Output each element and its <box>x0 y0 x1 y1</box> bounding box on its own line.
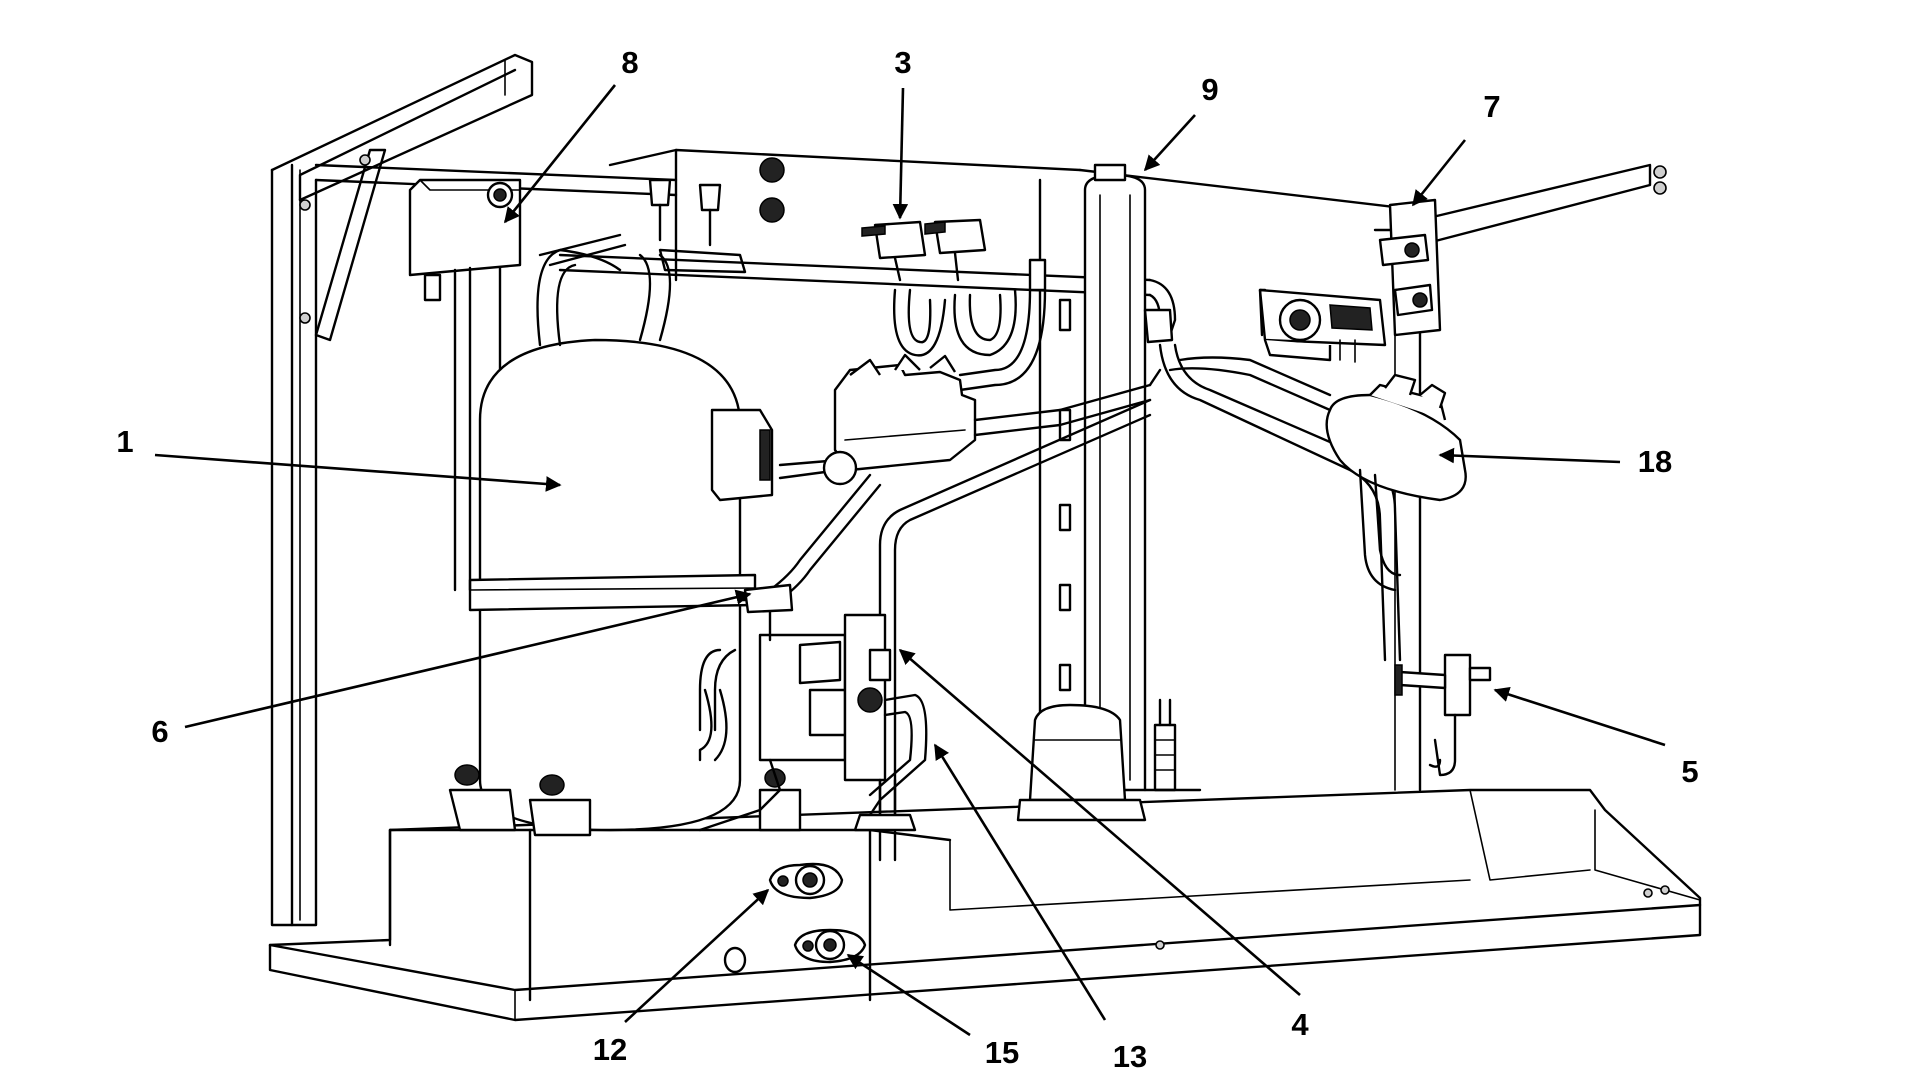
leader-6 <box>184 589 752 729</box>
condenser-fan-motor <box>778 353 1162 486</box>
leader-3 <box>892 87 909 220</box>
expansion-valve <box>1394 653 1492 777</box>
callout-8: 8 <box>621 45 638 80</box>
callout-labels: 1 3 4 5 6 7 8 9 12 13 15 18 <box>116 45 1698 1074</box>
leader-12 <box>624 888 770 1023</box>
leader-lines <box>154 84 1666 1037</box>
callout-3: 3 <box>894 45 911 80</box>
leader-9 <box>1143 114 1196 172</box>
callout-6: 6 <box>151 714 168 749</box>
callout-9: 9 <box>1201 72 1218 107</box>
leader-15 <box>846 953 971 1037</box>
receiver-tank <box>1058 163 1147 792</box>
callout-15: 15 <box>985 1035 1019 1070</box>
callout-12: 12 <box>593 1032 627 1067</box>
accumulator <box>1016 698 1202 822</box>
leader-4 <box>898 648 1301 996</box>
leader-8 <box>503 84 617 224</box>
callout-7: 7 <box>1483 89 1500 124</box>
valve-block <box>698 583 928 832</box>
control-valve-assembly <box>1258 198 1442 363</box>
filter-drier <box>1143 278 1467 662</box>
leader-1 <box>154 453 562 492</box>
compressor <box>448 248 802 837</box>
callout-13: 13 <box>1113 1039 1147 1074</box>
leader-5 <box>1493 686 1666 747</box>
callout-5: 5 <box>1681 754 1698 789</box>
leader-18 <box>1438 447 1621 464</box>
callout-1: 1 <box>116 424 133 459</box>
base-fittings <box>768 862 867 964</box>
solenoid-valves <box>558 218 1152 392</box>
callout-4: 4 <box>1291 1007 1309 1042</box>
callout-18: 18 <box>1638 444 1672 479</box>
leader-13 <box>933 743 1107 1021</box>
leader-7 <box>1411 139 1467 207</box>
